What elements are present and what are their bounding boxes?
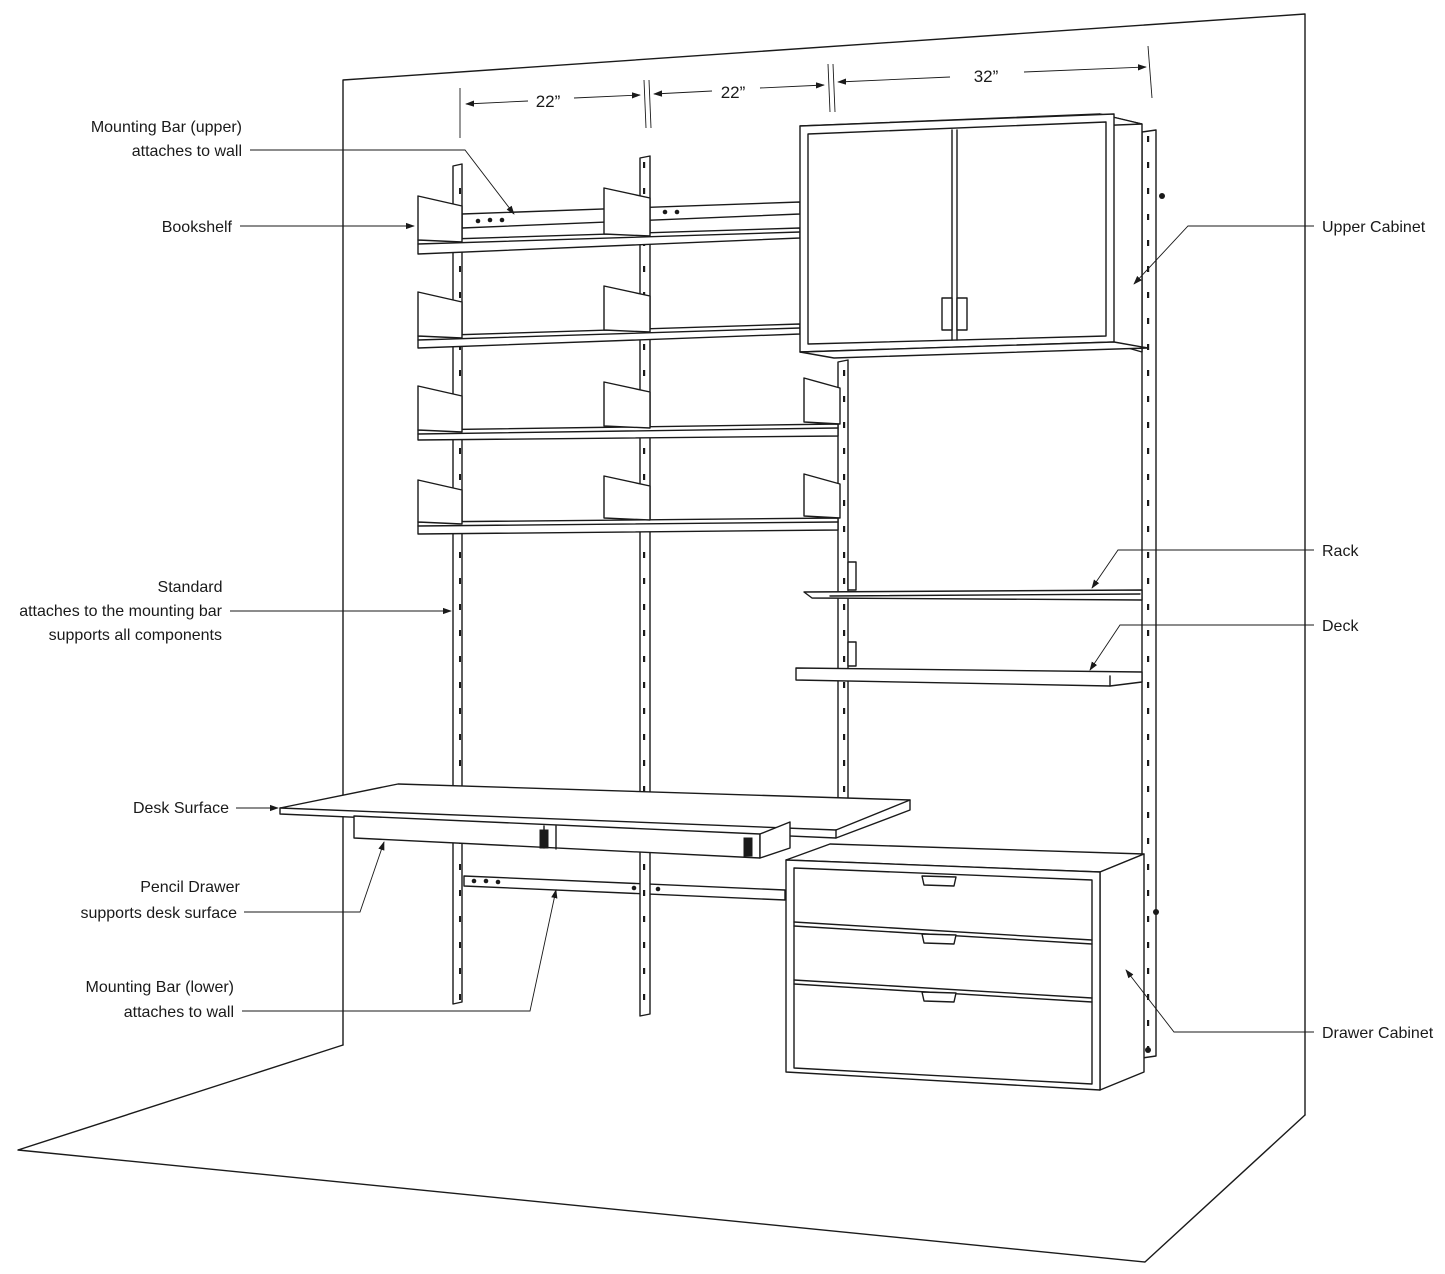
label-bookshelf: Bookshelf: [162, 219, 415, 236]
rack: [803, 561, 1143, 601]
svg-text:Rack: Rack: [1322, 543, 1359, 560]
svg-text:Mounting Bar (upper): Mounting Bar (upper): [91, 119, 242, 136]
drawer-cabinet: [785, 843, 1159, 1091]
back-wall: [342, 13, 1306, 1116]
svg-text:attaches to the mounting bar: attaches to the mounting bar: [19, 603, 222, 620]
svg-text:Upper Cabinet: Upper Cabinet: [1322, 219, 1426, 236]
svg-text:Standard: Standard: [158, 579, 223, 596]
label-rack: Rack: [1091, 543, 1359, 589]
bookshelf-row-2: [417, 285, 801, 349]
bookshelves: [417, 187, 841, 535]
label-deck: Deck: [1089, 618, 1359, 671]
bookshelf-row-3: [417, 377, 841, 441]
desk-surface: [279, 783, 911, 839]
svg-text:Mounting Bar (lower): Mounting Bar (lower): [86, 979, 235, 996]
label-standard: Standard attaches to the mounting bar su…: [19, 579, 452, 644]
label-desk-surface: Desk Surface: [133, 800, 279, 817]
standard-right: [1141, 129, 1157, 1059]
standard-left: [452, 163, 463, 1005]
svg-text:supports all components: supports all components: [49, 627, 222, 644]
svg-text:Bookshelf: Bookshelf: [162, 219, 233, 236]
dimension-lines: 22” 22” 32”: [459, 45, 1153, 138]
svg-text:supports desk surface: supports desk surface: [80, 905, 237, 922]
floor: [17, 1044, 1306, 1263]
bookshelf-row-4: [417, 473, 841, 535]
dimension-middle-bay: 22”: [721, 83, 746, 102]
dimension-left-bay: 22”: [536, 92, 561, 111]
label-pencil-drawer: Pencil Drawer supports desk surface: [80, 841, 385, 922]
deck: [795, 641, 1143, 687]
standard-center-right: [837, 359, 849, 811]
dimension-right-bay: 32”: [974, 67, 999, 86]
svg-text:Deck: Deck: [1322, 618, 1359, 635]
mounting-bar-lower: [463, 875, 786, 901]
svg-text:Drawer Cabinet: Drawer Cabinet: [1322, 1025, 1434, 1042]
pencil-drawer: [353, 815, 791, 859]
svg-text:attaches to wall: attaches to wall: [132, 143, 242, 160]
label-mounting-bar-upper: Mounting Bar (upper) attaches to wall: [91, 119, 515, 215]
label-upper-cabinet: Upper Cabinet: [1133, 219, 1426, 285]
svg-text:attaches to wall: attaches to wall: [124, 1004, 234, 1021]
label-mounting-bar-lower: Mounting Bar (lower) attaches to wall: [86, 889, 558, 1021]
standard-middle: [639, 155, 651, 1017]
bookshelf-row-1: [417, 187, 801, 255]
upper-cabinet: [799, 113, 1165, 359]
room: [17, 13, 1306, 1263]
label-drawer-cabinet: Drawer Cabinet: [1125, 969, 1434, 1042]
svg-text:Desk Surface: Desk Surface: [133, 800, 229, 817]
svg-text:Pencil Drawer: Pencil Drawer: [140, 879, 240, 896]
